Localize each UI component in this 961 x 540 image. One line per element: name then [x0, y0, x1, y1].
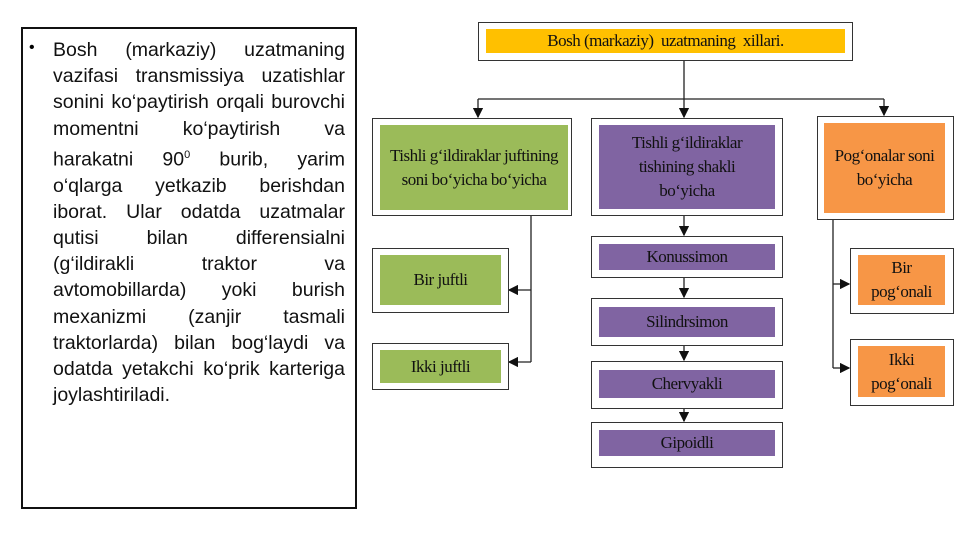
description-paragraph: Bosh (markaziy) uzatmaning vazifasi tran…: [53, 37, 345, 408]
child-label: Chervyakli: [599, 370, 775, 398]
bullet-icon: •: [29, 39, 35, 56]
child-label: Konussimon: [599, 244, 775, 270]
child-box: Bir pog‘onali: [850, 248, 954, 314]
middle-category-box: Tishli g‘ildiraklar tishining shakli bo‘…: [591, 118, 783, 216]
child-box: Bir juftli: [372, 248, 509, 313]
diagram-title-box: Bosh (markaziy) uzatmaning xillari.: [478, 22, 853, 61]
text-panel: • Bosh (markaziy) uzatmaning vazifasi tr…: [21, 27, 357, 509]
paragraph-text: Bosh (markaziy) uzatmaning vazifasi tran…: [53, 39, 345, 171]
child-label: Ikki juftli: [380, 350, 501, 383]
child-label: Silindrsimon: [599, 307, 775, 337]
child-box: Konussimon: [591, 236, 783, 278]
left-category-box: Tishli g‘ildiraklar juftining soni bo‘yi…: [372, 118, 572, 216]
right-category-box: Pog‘onalar soni bo‘yicha: [817, 116, 954, 220]
middle-category-label: Tishli g‘ildiraklar tishining shakli bo‘…: [599, 125, 775, 209]
diagram-title: Bosh (markaziy) uzatmaning xillari.: [486, 29, 845, 53]
superscript: 0: [184, 148, 191, 161]
child-box: Silindrsimon: [591, 298, 783, 346]
child-box: Ikki pog‘onali: [850, 339, 954, 406]
child-box: Ikki juftli: [372, 343, 509, 390]
child-box: Gipoidli: [591, 422, 783, 468]
left-category-label: Tishli g‘ildiraklar juftining soni bo‘yi…: [380, 125, 568, 210]
child-label: Gipoidli: [599, 430, 775, 456]
child-label: Ikki pog‘onali: [858, 346, 945, 397]
child-label: Bir juftli: [380, 255, 501, 305]
right-category-label: Pog‘onalar soni bo‘yicha: [824, 123, 945, 213]
child-box: Chervyakli: [591, 361, 783, 409]
paragraph-text: burib, yarim o‘qlarga yetkazib berishdan…: [53, 148, 346, 407]
child-label: Bir pog‘onali: [858, 255, 945, 305]
